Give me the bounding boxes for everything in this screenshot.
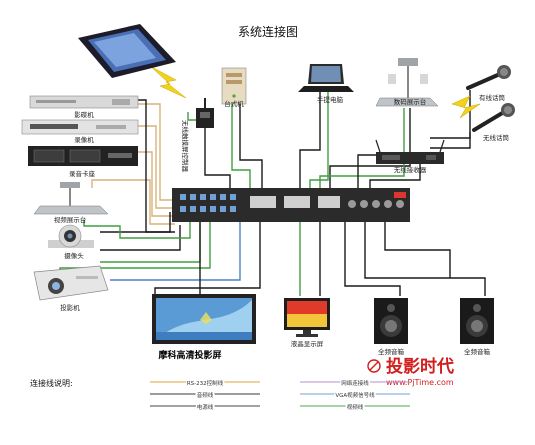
legend: 连接线说明: RS-232控制线 音频线 电源线 网络连接线 VGA视频信号线 …	[30, 378, 410, 413]
legend-item: 视频线	[300, 402, 410, 413]
lcd-display-label: 液晶显示屏	[291, 339, 324, 348]
watermark-url: www.PjTime.com	[386, 378, 454, 387]
dvd-player-label: 影碟机	[74, 110, 94, 119]
legend-item-label: 音频线	[197, 391, 214, 399]
projector-label: 投影机	[60, 303, 80, 312]
document-camera-top-device: 数码展示台	[375, 58, 439, 107]
wireless-microphone-label: 无线话筒	[483, 133, 510, 142]
legend-item-label: RS-232控制线	[187, 379, 224, 387]
wireless-microphone-device: 无线话筒	[472, 103, 515, 142]
legend-item: VGA视频信号线	[300, 390, 410, 401]
wireless-receiver-device: 无线接收器	[375, 139, 445, 174]
speaker-left-label: 全频音箱	[378, 347, 405, 356]
legend-item: 电源线	[150, 402, 260, 413]
laptop-device: 手提电脑	[298, 64, 354, 104]
tape-deck-device: 录音卡座	[28, 146, 138, 178]
legend-item: RS-232控制线	[150, 378, 260, 389]
vcr-label: 录像机	[74, 135, 94, 144]
document-camera-left-device: 视频展示台	[33, 182, 109, 224]
dvd-player-device: 影碟机	[29, 95, 139, 119]
wired-microphone-label: 有线话筒	[479, 93, 506, 102]
speaker-right-label: 全频音箱	[464, 347, 491, 356]
touch-panel-device	[78, 24, 176, 78]
wireless-touch-controller-label: 无线触摸屏控制器	[181, 120, 190, 173]
projection-screen-device: 摩科高清投影屏	[152, 294, 256, 361]
watermark-logo: 投影时代 www.PjTime.com	[367, 356, 454, 387]
legend-item-label: VGA视频信号线	[335, 391, 375, 399]
legend-item-label: 电源线	[197, 403, 214, 411]
document-camera-left-label: 视频展示台	[54, 215, 87, 224]
desktop-pc-device: 台式机	[221, 67, 247, 108]
speaker-left-device: 全频音箱	[374, 298, 408, 356]
legend-item-label: 视频线	[347, 403, 364, 411]
speaker-right-device: 全频音箱	[460, 298, 494, 356]
projector-device: 投影机	[33, 265, 109, 312]
wireless-receiver-label: 无线接收器	[394, 165, 427, 174]
camera-device: 摄像头	[48, 224, 94, 260]
diagram-title: 系统连接图	[238, 24, 298, 39]
legend-item-label: 网络连接线	[341, 379, 369, 387]
desktop-pc-label: 台式机	[224, 99, 244, 108]
projection-screen-label: 摩科高清投影屏	[158, 349, 221, 361]
legend-item: 网络连接线	[300, 378, 410, 389]
wireless-touch-controller-device: 无线触摸屏控制器	[181, 98, 214, 173]
lcd-display-device: 液晶显示屏	[284, 298, 330, 348]
camera-label: 摄像头	[64, 251, 84, 260]
watermark-brand: 投影时代	[386, 356, 454, 377]
document-camera-top-label: 数码展示台	[394, 97, 427, 106]
legend-item: 音频线	[150, 390, 260, 401]
vcr-device: 录像机	[21, 119, 139, 144]
tape-deck-label: 录音卡座	[69, 169, 96, 178]
central-control-unit	[172, 188, 410, 222]
legend-heading: 连接线说明:	[30, 378, 73, 388]
laptop-label: 手提电脑	[317, 95, 344, 104]
wireless-signal-icon	[149, 65, 481, 119]
wired-microphone-device: 有线话筒	[466, 65, 511, 102]
